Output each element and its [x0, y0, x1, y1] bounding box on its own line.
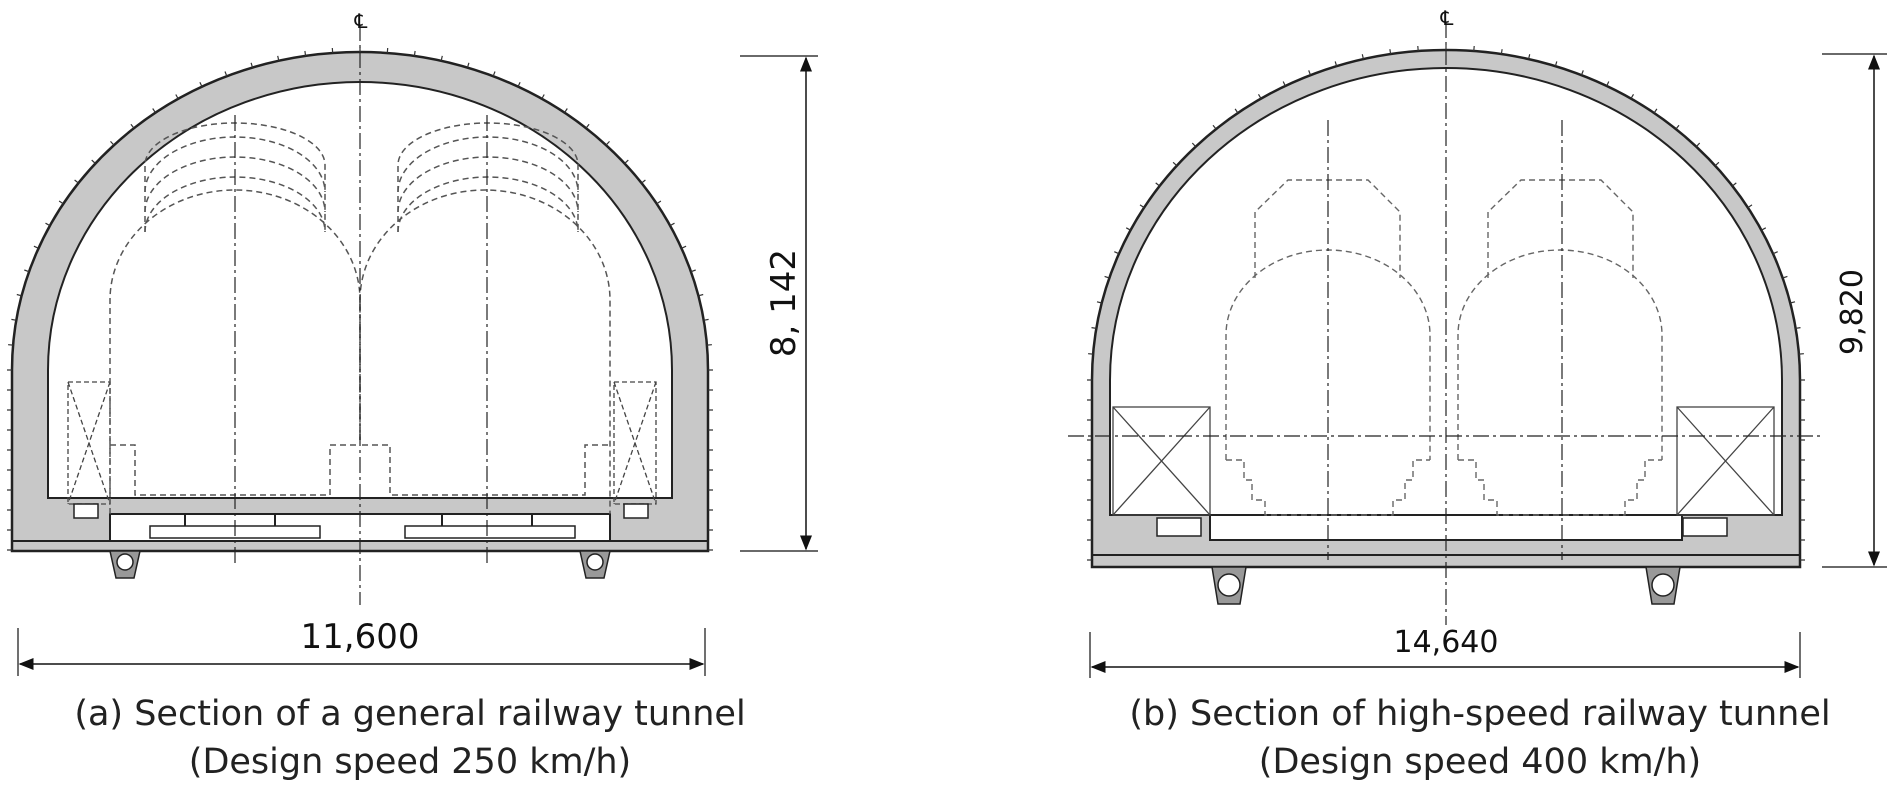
drain-b-left [1211, 566, 1247, 605]
height-label-b: 9,820 [1835, 269, 1870, 355]
caption-b-subtitle: (Design speed 400 km/h) [1258, 742, 1702, 782]
inner-void-b [1109, 67, 1783, 516]
dimension-width-b: 14,640 [1089, 625, 1801, 678]
dimension-width-a: 11,600 [17, 617, 706, 676]
support-ticks-a [7, 47, 713, 551]
caption-b-title: (b) Section of high-speed railway tunnel [1129, 694, 1831, 734]
slab-a-right [404, 525, 576, 539]
rails-a [180, 513, 537, 526]
cable-trough-a-left [73, 503, 99, 519]
support-ticks-b [1087, 45, 1805, 561]
cable-trough-b-right [1682, 517, 1728, 537]
equipment-box-b-right [1676, 406, 1775, 516]
dimension-height-a: 8, 142 [740, 55, 818, 552]
drain-a-left [109, 550, 141, 579]
drain-b-right [1645, 566, 1681, 605]
centerlines-b [1068, 22, 1822, 625]
dimension-height-b: 9,820 [1822, 53, 1887, 568]
caption-a-title: (a) Section of a general railway tunnel [74, 694, 746, 734]
cable-trough-b-left [1156, 517, 1202, 537]
equipment-box-b-left [1112, 406, 1211, 516]
drain-a-right [579, 550, 611, 579]
cable-trough-a-right [623, 503, 649, 519]
centerline-symbol-a: ℄ [354, 9, 368, 33]
centerlines-a [234, 25, 488, 605]
train-envelope-a-right [359, 122, 611, 514]
caption-a: (a) Section of a general railway tunnel … [40, 690, 780, 786]
width-label-a: 11,600 [301, 617, 420, 657]
tunnel-section-b: ℄ [1068, 6, 1822, 625]
caption-a-subtitle: (Design speed 250 km/h) [188, 742, 632, 782]
centerline-symbol-b: ℄ [1440, 6, 1454, 30]
width-label-b: 14,640 [1394, 625, 1499, 660]
height-label-a: 8, 142 [764, 249, 804, 357]
tunnel-section-a: ℄ [10, 9, 710, 605]
caption-b: (b) Section of high-speed railway tunnel… [1090, 690, 1870, 786]
train-envelope-b-right [1457, 179, 1663, 516]
